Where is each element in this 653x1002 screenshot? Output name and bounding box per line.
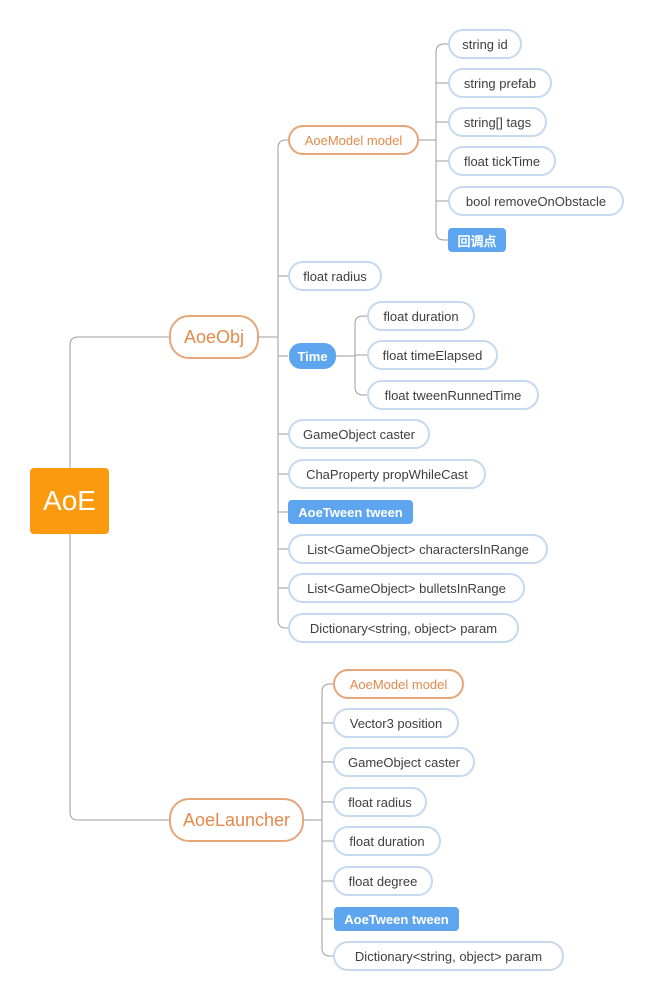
node-aoeobj-float-radius[interactable]: float radius	[288, 261, 382, 291]
launcher-links-branch-0	[321, 683, 333, 693]
node-model-float-ticktime[interactable]: float tickTime	[448, 146, 556, 176]
node-model-string-id[interactable]: string id	[448, 29, 522, 59]
root-links-branch-1	[69, 811, 169, 821]
node-model-callback-points[interactable]: 回调点	[448, 228, 506, 252]
aoeobj-links-branch-8	[277, 619, 288, 629]
time-links-branch-0	[354, 315, 367, 325]
node-launcher-dictionary-param[interactable]: Dictionary<string, object> param	[333, 941, 564, 971]
node-model-string-prefab[interactable]: string prefab	[448, 68, 552, 98]
node-model-string-tags[interactable]: string[] tags	[448, 107, 547, 137]
node-model-bool-removeonobstacle[interactable]: bool removeOnObstacle	[448, 186, 624, 216]
node-launcher-gameobject-caster[interactable]: GameObject caster	[333, 747, 475, 777]
node-launcher-float-duration[interactable]: float duration	[333, 826, 441, 856]
node-aoeobj-list-charactersinrange[interactable]: List<GameObject> charactersInRange	[288, 534, 548, 564]
node-aoeobj[interactable]: AoeObj	[169, 315, 259, 359]
node-aoeobj-aoetween-tween[interactable]: AoeTween tween	[288, 500, 413, 524]
root-links-branch-0	[69, 336, 169, 346]
node-launcher-aoetween-tween[interactable]: AoeTween tween	[334, 907, 459, 931]
model-links-branch-5	[435, 231, 448, 241]
node-time-float-timeelapsed[interactable]: float timeElapsed	[367, 340, 498, 370]
aoeobj-links-branch-0	[277, 139, 288, 149]
model-links-branch-0	[435, 43, 448, 53]
node-aoeobj-dictionary-param[interactable]: Dictionary<string, object> param	[288, 613, 519, 643]
node-launcher-aoemodel-model[interactable]: AoeModel model	[333, 669, 464, 699]
root-node-aoe[interactable]: AoE	[30, 468, 109, 534]
node-launcher-vector3-position[interactable]: Vector3 position	[333, 708, 459, 738]
node-launcher-float-degree[interactable]: float degree	[333, 866, 433, 896]
time-links-branch-2	[354, 386, 367, 396]
node-aoeobj-chaproperty-propwhilecast[interactable]: ChaProperty propWhileCast	[288, 459, 486, 489]
node-launcher-float-radius[interactable]: float radius	[333, 787, 427, 817]
node-aoeobj-model[interactable]: AoeModel model	[288, 125, 419, 155]
node-time-float-duration[interactable]: float duration	[367, 301, 475, 331]
node-time-float-tweenrunnedtime[interactable]: float tweenRunnedTime	[367, 380, 539, 410]
node-aoeobj-list-bulletsinrange[interactable]: List<GameObject> bulletsInRange	[288, 573, 525, 603]
node-aoelauncher[interactable]: AoeLauncher	[169, 798, 304, 842]
launcher-links-branch-7	[321, 947, 333, 957]
node-aoeobj-time[interactable]: Time	[289, 343, 336, 369]
node-aoeobj-gameobject-caster[interactable]: GameObject caster	[288, 419, 430, 449]
